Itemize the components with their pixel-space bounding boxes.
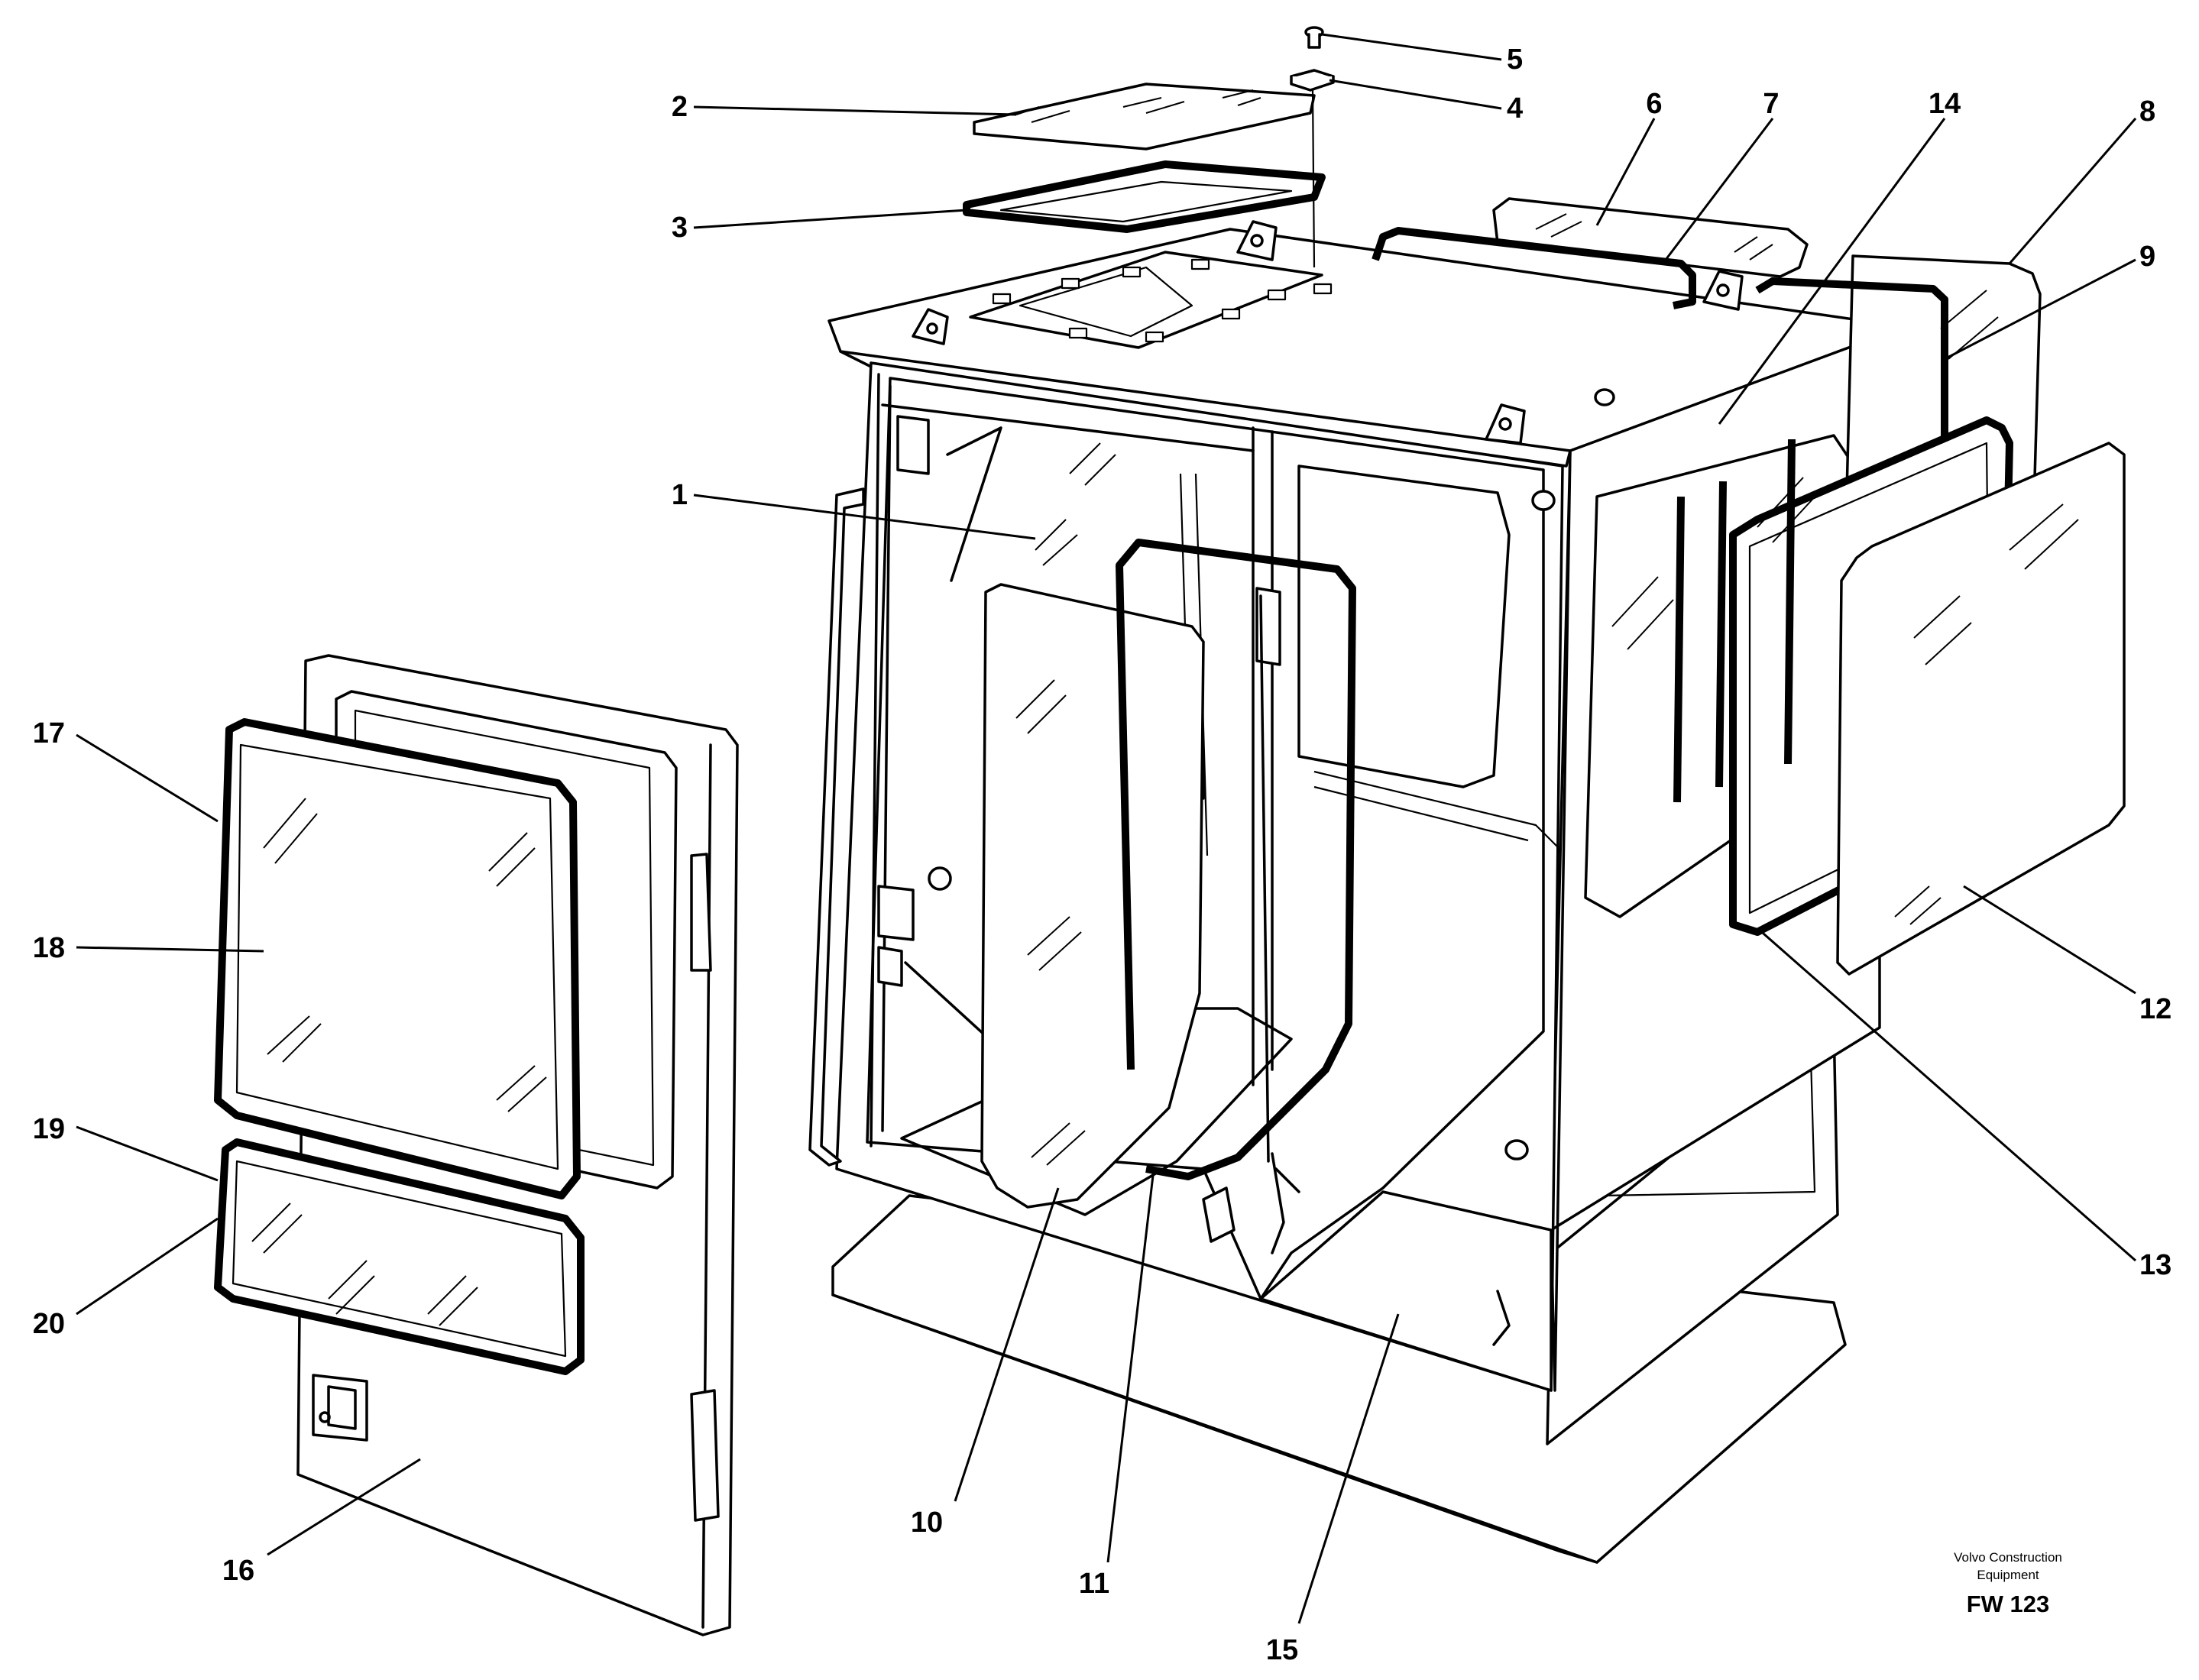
callout-2: 2 — [672, 91, 688, 123]
part-1-front-glass — [1035, 442, 1116, 566]
part-5-screw — [1304, 26, 1324, 49]
cab-right-wall-glass — [1611, 439, 1819, 803]
callout-5: 5 — [1507, 44, 1523, 76]
callout-16: 16 — [222, 1555, 254, 1587]
callout-12: 12 — [2139, 993, 2171, 1025]
callout-6: 6 — [1646, 88, 1662, 120]
part-2-roof-hatch-glass — [973, 83, 1316, 151]
part-10-door-glass — [980, 583, 1205, 1209]
part-6-rear-upper-glass — [1492, 197, 1809, 278]
callout-4: 4 — [1507, 92, 1523, 125]
callout-17: 17 — [33, 717, 65, 749]
callout-14: 14 — [1929, 88, 1961, 120]
part-20-door-lower-glass — [232, 1160, 567, 1358]
callout-13: 13 — [2139, 1249, 2171, 1281]
figure-code: FW 123 — [1967, 1591, 2050, 1617]
callout-labels: 1 2 3 4 5 6 7 8 9 10 11 12 13 14 15 16 1… — [33, 44, 2172, 1666]
part-3-roof-hatch-seal — [963, 160, 1326, 233]
callout-1: 1 — [672, 479, 688, 511]
part-12-right-side-glass — [1836, 442, 2126, 976]
part-11-door-seal — [1116, 539, 1356, 1180]
part-18-door-upper-glass — [235, 743, 559, 1170]
credit-line-1: Volvo Construction — [1954, 1550, 2062, 1565]
callout-9: 9 — [2139, 241, 2155, 273]
callout-11: 11 — [1079, 1568, 1109, 1600]
callout-3: 3 — [672, 212, 688, 244]
callout-18: 18 — [33, 932, 65, 964]
credit-line-2: Equipment — [1977, 1568, 2039, 1582]
callout-7: 7 — [1763, 88, 1779, 120]
part-7-rear-upper-seal — [1372, 227, 1696, 309]
cab-rear-left-seal — [808, 487, 865, 1167]
leader-lines — [76, 33, 2137, 1624]
credit-block: Volvo Construction Equipment FW 123 — [1954, 1550, 2062, 1617]
callout-15: 15 — [1266, 1634, 1298, 1666]
callout-20: 20 — [33, 1308, 65, 1340]
callout-8: 8 — [2139, 95, 2155, 128]
callout-19: 19 — [33, 1113, 65, 1145]
callout-10: 10 — [911, 1507, 943, 1539]
